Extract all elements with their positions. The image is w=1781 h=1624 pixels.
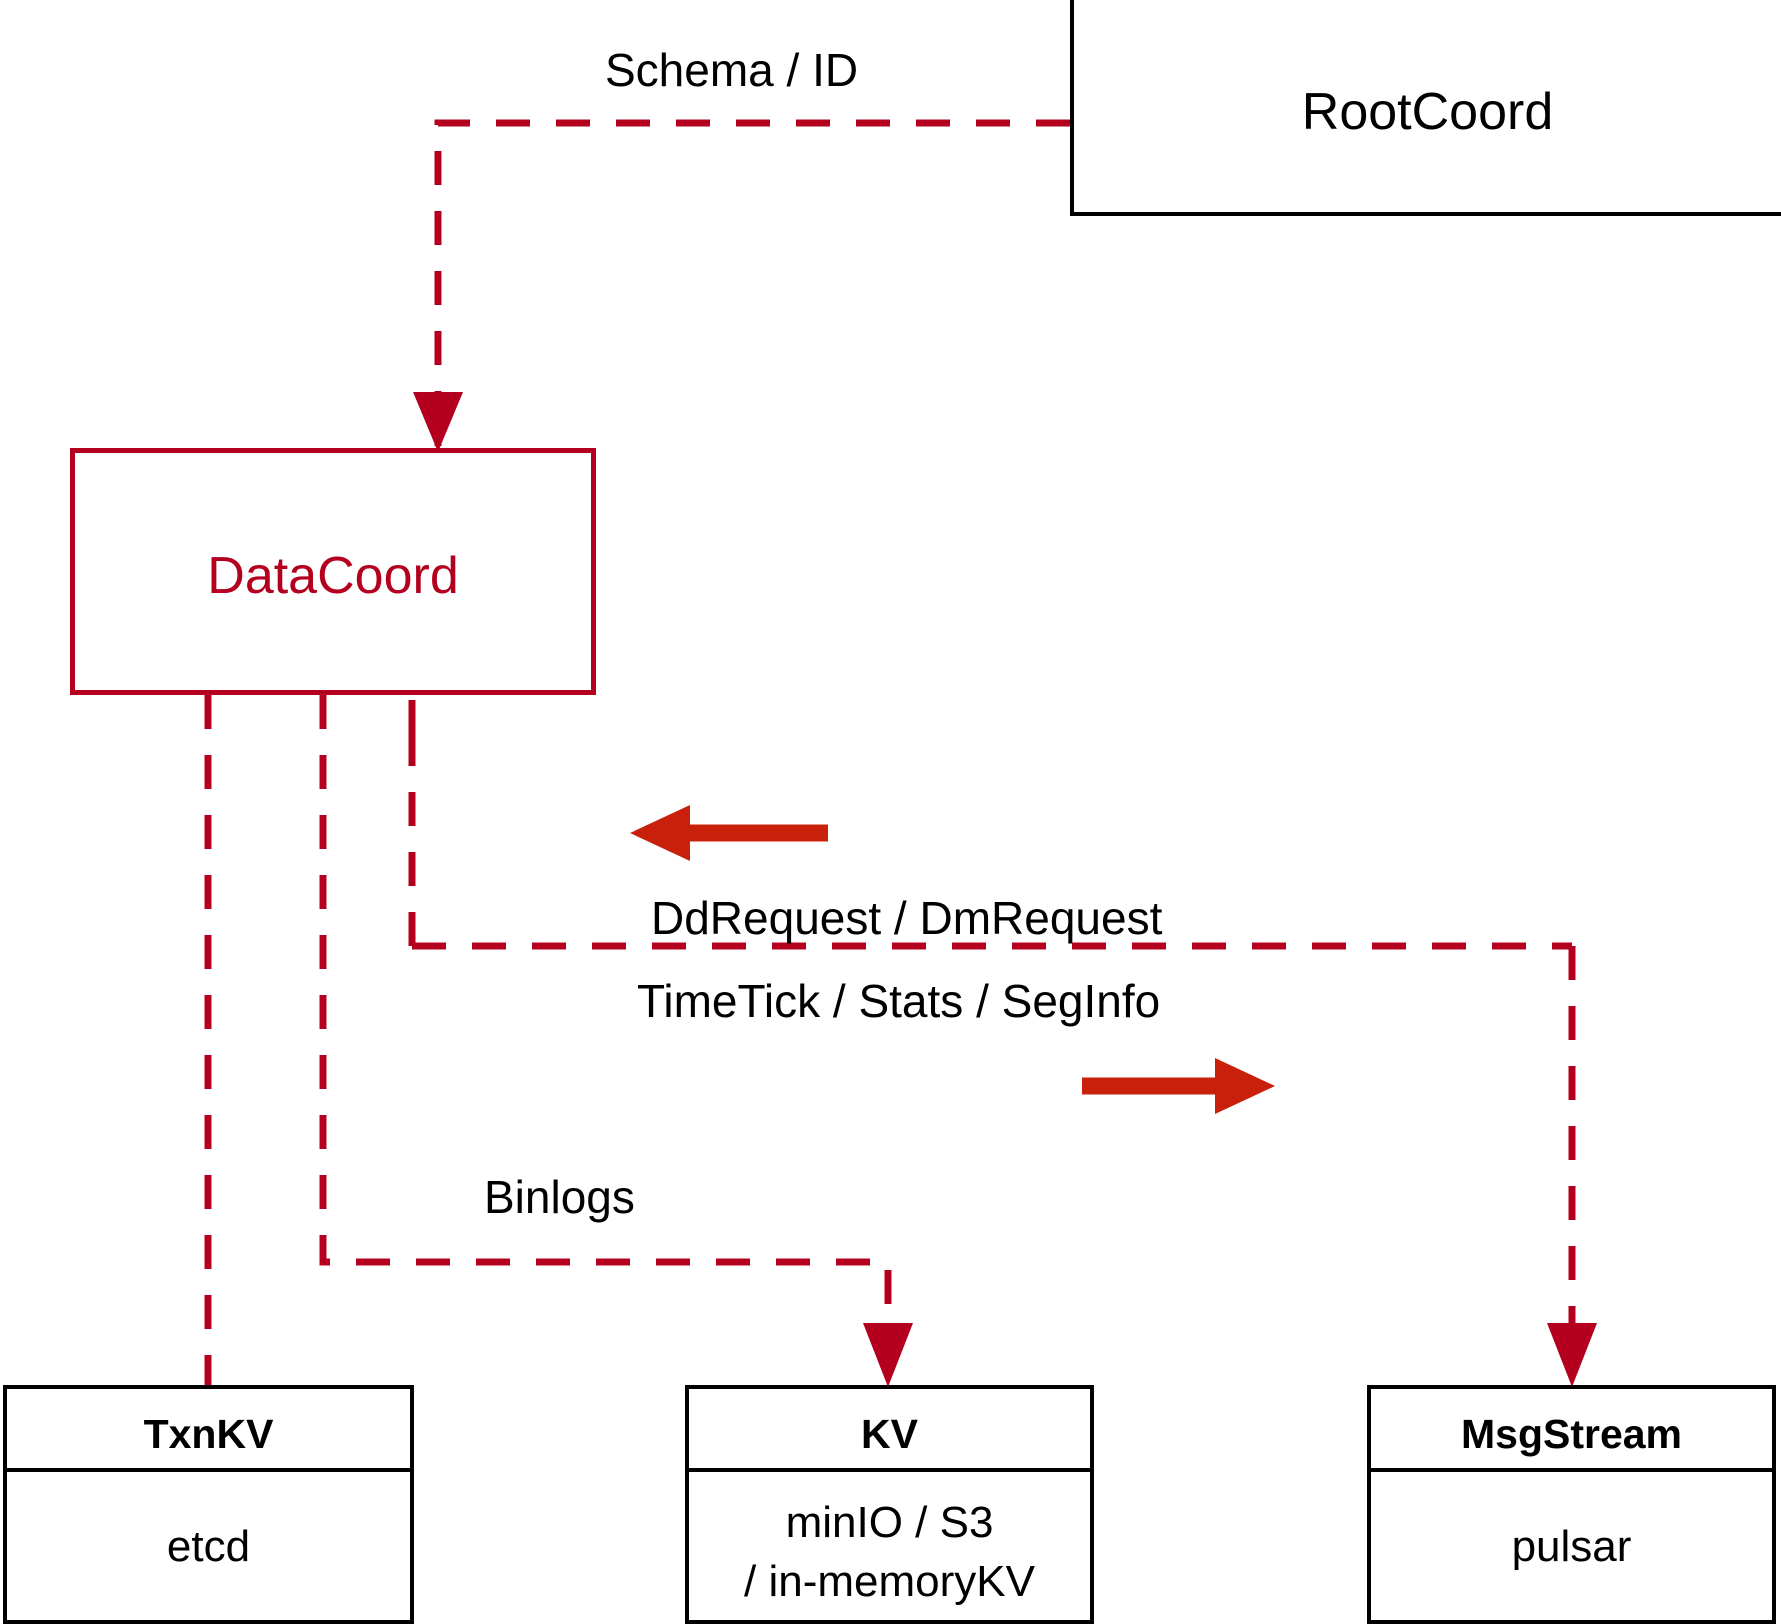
node-txnkv[interactable]: TxnKV etcd (3, 1385, 414, 1624)
node-txnkv-header: TxnKV (143, 1411, 274, 1457)
node-msgstream-body: pulsar (1511, 1522, 1632, 1571)
node-msgstream-header: MsgStream (1460, 1411, 1682, 1457)
edge-label-ddrequest-dmrequest: DdRequest / DmRequest (651, 892, 1163, 944)
node-kv-divider (685, 1468, 1094, 1472)
edge-label-timetick-stats-seginfo: TimeTick / Stats / SegInfo (637, 975, 1161, 1027)
node-kv-body-line1: minIO / S3 (785, 1498, 994, 1547)
node-rootcoord-label: RootCoord (1301, 83, 1554, 141)
direction-arrow-left (630, 805, 828, 861)
edge-datacoord-to-kv (319, 695, 913, 1387)
direction-arrow-right (1082, 1058, 1275, 1114)
node-txnkv-body: etcd (166, 1522, 251, 1571)
node-kv[interactable]: KV minIO / S3 / in-memoryKV (685, 1385, 1094, 1624)
node-rootcoord[interactable]: RootCoord (1070, 0, 1781, 216)
node-datacoord[interactable]: DataCoord (70, 448, 596, 695)
node-datacoord-label: DataCoord (207, 547, 459, 605)
edge-label-schema-id: Schema / ID (605, 44, 859, 96)
edge-label-binlogs: Binlogs (484, 1171, 635, 1223)
edge-rootcoord-to-datacoord (413, 119, 1070, 452)
node-msgstream[interactable]: MsgStream pulsar (1367, 1385, 1776, 1624)
node-msgstream-divider (1367, 1468, 1776, 1472)
node-kv-body-line2: / in-memoryKV (744, 1557, 1035, 1606)
node-txnkv-divider (3, 1468, 414, 1472)
node-kv-header: KV (861, 1411, 918, 1457)
